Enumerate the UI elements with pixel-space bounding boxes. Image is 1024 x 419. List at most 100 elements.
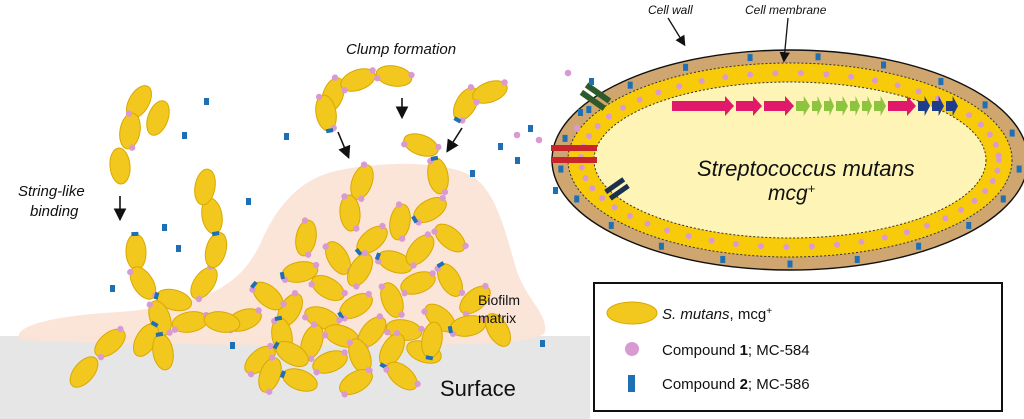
- compound-1-dot: [266, 388, 273, 395]
- compound-1-dot: [280, 300, 287, 308]
- compound-1-dot: [467, 84, 475, 91]
- bacterium-body: [203, 311, 241, 333]
- compound-1-dot: [915, 88, 922, 95]
- compound-1-dot: [986, 131, 993, 138]
- compound-2-bar: [436, 261, 445, 269]
- gene-arrow: [918, 96, 930, 116]
- clump-arrow-left: [337, 131, 351, 159]
- bacterium-cell: [94, 325, 126, 361]
- bacterium-cell: [204, 231, 228, 269]
- compound-1-dot: [410, 262, 417, 269]
- compound-2-bar: [447, 325, 453, 334]
- compound-1-dot: [336, 316, 343, 324]
- compound-1-dot: [722, 74, 729, 81]
- bacterium-body: [125, 233, 147, 271]
- cell-wall-arrow: [667, 17, 686, 47]
- compound-1-dot: [823, 71, 830, 78]
- surface-label: Surface: [440, 376, 516, 401]
- bacterium-body: [340, 68, 376, 92]
- biofilm-matrix: [18, 163, 546, 345]
- bacterium-cell: [194, 168, 216, 206]
- compound-2-bar: [150, 320, 159, 328]
- compound-1-dot: [341, 193, 348, 200]
- compound-1-dot: [308, 281, 315, 288]
- compound-1-dot: [376, 313, 384, 320]
- compound-1-dot: [304, 251, 312, 258]
- compound-2-bar: [153, 291, 160, 300]
- compound-1-dot: [655, 89, 662, 96]
- bacterium-cell: [315, 93, 337, 134]
- bacterium-cell: [383, 361, 421, 391]
- legend-item-compound-2: Compound 2; MC-586: [662, 376, 810, 393]
- clump-arrow-right: [446, 127, 463, 153]
- legend-bacterium-superscript: +: [766, 306, 772, 317]
- bacterium-cell: [249, 280, 287, 311]
- compound-1-dot: [589, 185, 596, 192]
- mcg-gene-cluster: [672, 96, 958, 116]
- legend-compound-1-text: Compound: [662, 342, 740, 359]
- compound-1-dot: [872, 77, 879, 84]
- compound-1-dot: [473, 98, 480, 106]
- compound-1-dot: [267, 342, 274, 350]
- gene-arrow: [862, 96, 872, 116]
- bacterium-cell: [312, 349, 348, 376]
- compound-1-dot: [992, 141, 999, 148]
- legend: S. mutans, mcg+ Compound 1; MC-584 Compo…: [593, 282, 1003, 412]
- legend-item-compound-1: Compound 1; MC-584: [662, 342, 810, 359]
- bacterium-body: [485, 313, 511, 347]
- compound-2-bar: [274, 315, 283, 321]
- bacterium-cell: [337, 290, 373, 322]
- bacterium-body: [129, 266, 157, 300]
- compound-2-bar: [578, 109, 583, 116]
- compound-1-dot: [482, 282, 489, 290]
- bacterium-body: [109, 147, 131, 185]
- compound-1-dot: [313, 368, 320, 376]
- bacterium-body: [459, 285, 491, 315]
- cell-wall-label: Cell wall: [648, 3, 693, 17]
- bacterium-cell: [378, 282, 405, 318]
- compound-1-dot: [249, 286, 256, 293]
- compound-1-dot: [247, 370, 255, 378]
- compound-2-bar: [162, 224, 167, 231]
- compound-1-dot: [458, 289, 466, 296]
- compound-1-dot: [732, 241, 739, 248]
- compound-2-bar: [562, 134, 568, 142]
- bacterium-body: [434, 223, 466, 253]
- compound-2-bar: [182, 132, 187, 139]
- compound-2-bar: [815, 53, 821, 61]
- compound-2-bar: [155, 331, 164, 337]
- green-channel-bar-2: [579, 89, 607, 111]
- compound-2-bar: [540, 340, 545, 347]
- green-channel-bar-1: [584, 82, 612, 104]
- biofilm-matrix-label-2: matrix: [478, 310, 516, 326]
- compound-2-bar: [982, 101, 988, 109]
- bacterium-cell: [485, 313, 511, 347]
- compound-1-dot: [398, 235, 406, 242]
- membrane-compound-dots: [578, 70, 1002, 250]
- compound-1-dot: [301, 217, 309, 224]
- compound-2-bar: [574, 195, 580, 203]
- gene-arrow: [874, 96, 886, 116]
- bacterium-body: [389, 203, 411, 241]
- bacterium-body: [347, 253, 373, 287]
- bacterium-body: [380, 282, 404, 318]
- compound-2-bar: [411, 215, 419, 224]
- compound-1-dot: [331, 74, 339, 81]
- bacterium-cell: [272, 341, 309, 367]
- compound-1-dot: [894, 82, 901, 89]
- compound-1-dot: [383, 366, 390, 373]
- compound-1-dot: [166, 329, 173, 336]
- compound-1-dot: [117, 325, 124, 333]
- compound-2-bar: [966, 221, 972, 229]
- compound-1-dot: [322, 243, 329, 250]
- bacterium-cell: [472, 79, 508, 106]
- compound-2-bar: [938, 78, 944, 86]
- compound-2-bar: [658, 242, 664, 250]
- compound-2-bar: [515, 157, 520, 164]
- legend-bacterium-mcg: , mcg: [730, 306, 767, 323]
- compound-1-dot: [626, 212, 633, 219]
- compound-1-dot: [418, 325, 425, 333]
- compound-1-dot: [513, 131, 521, 139]
- compound-1-dot: [195, 295, 203, 303]
